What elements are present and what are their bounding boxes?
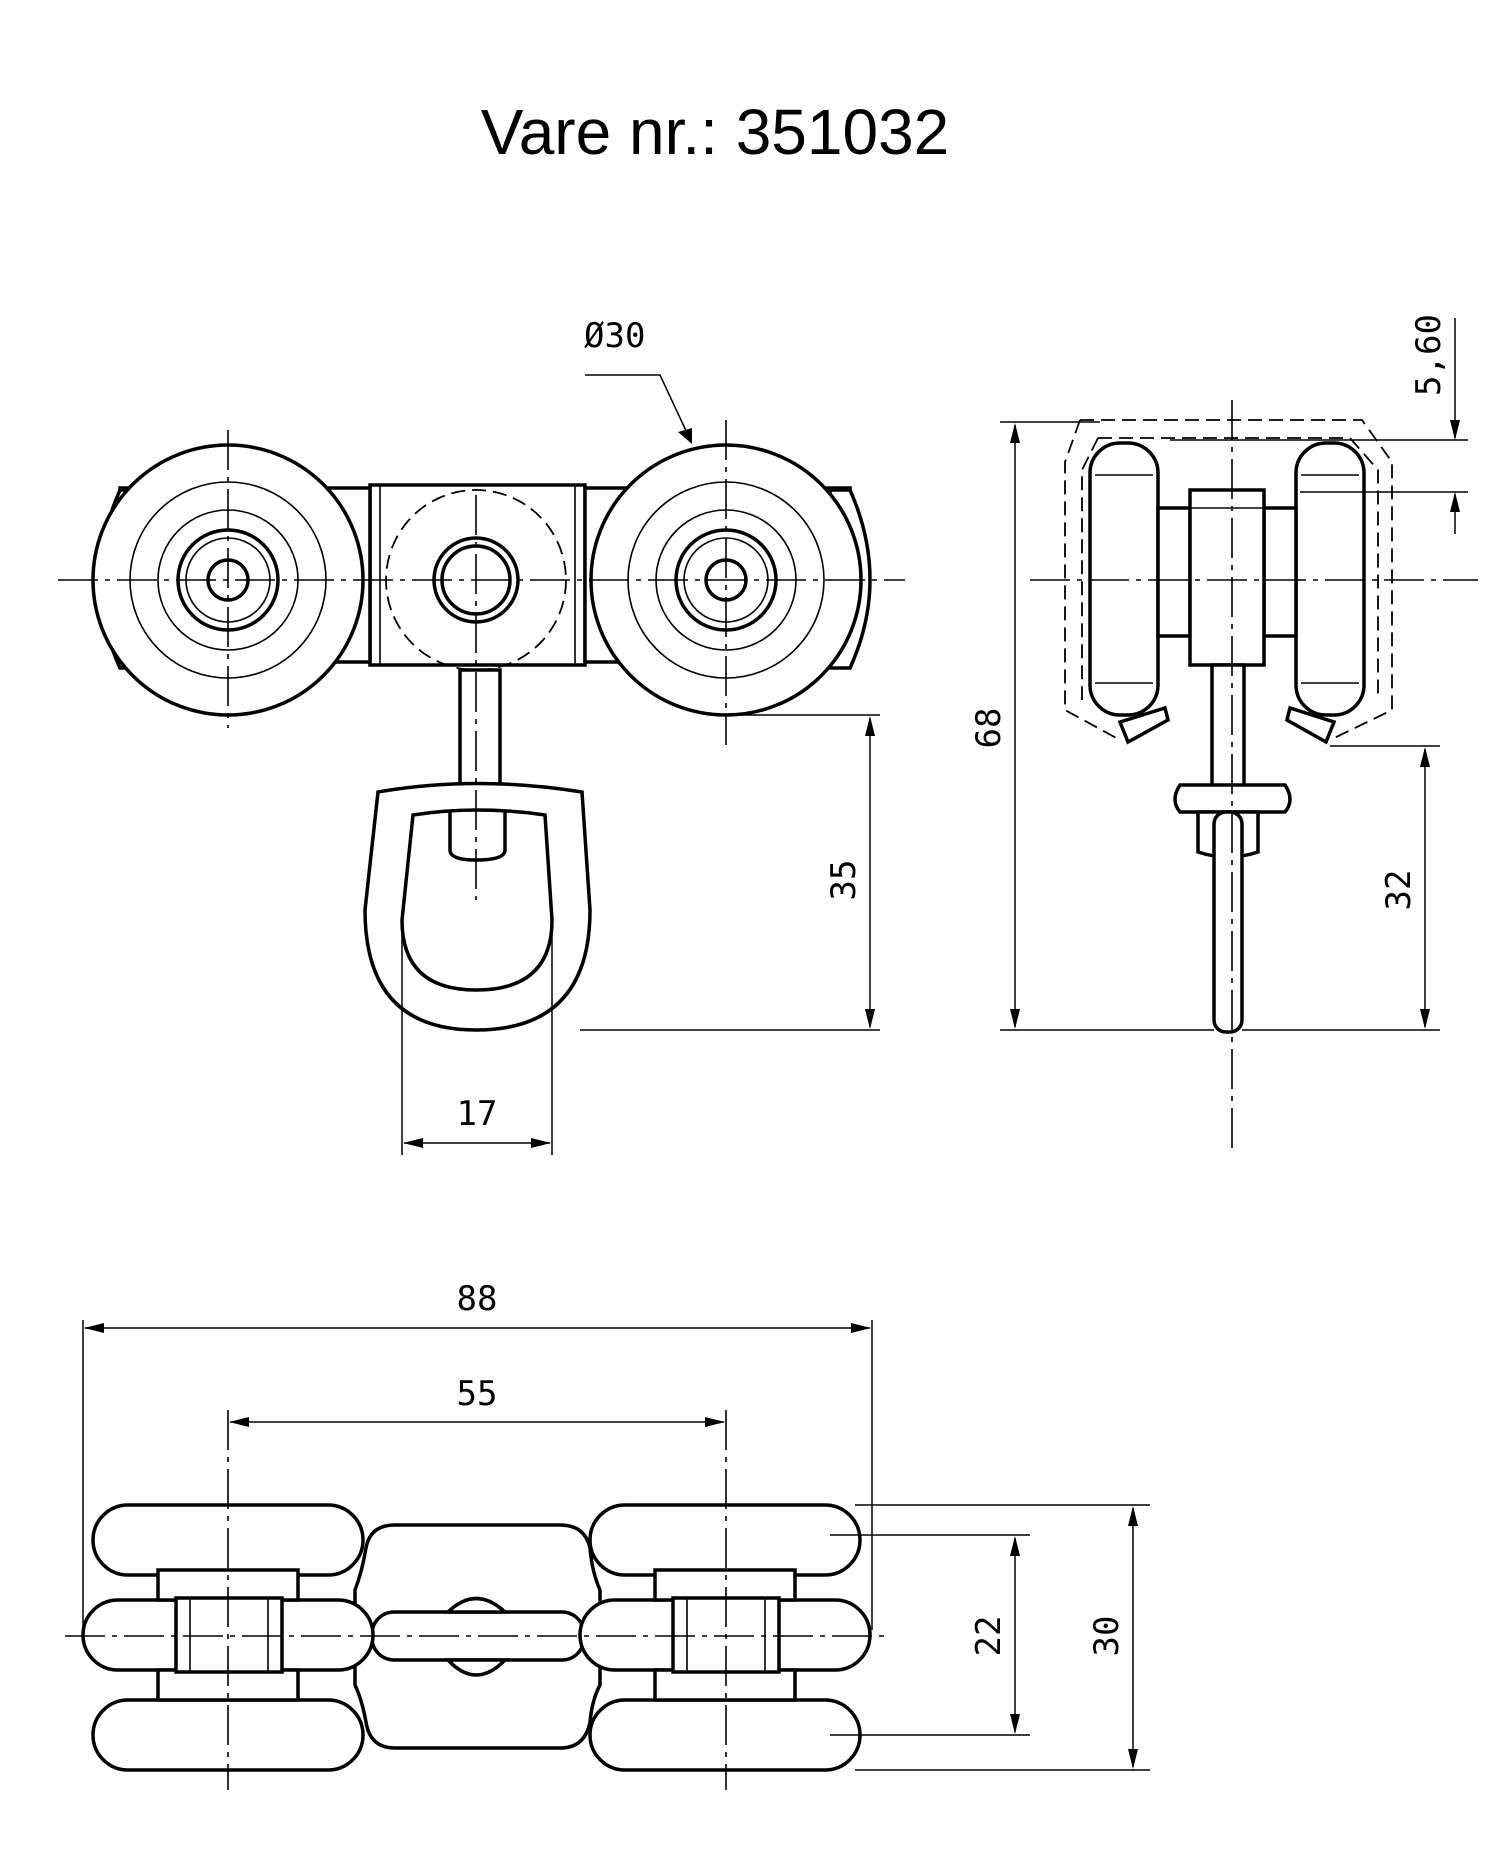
swivel-eye bbox=[363, 781, 592, 1032]
front-view-dimensions: Ø30 35 17 bbox=[401, 316, 880, 1155]
hanger-stem bbox=[458, 668, 502, 790]
center-body-block bbox=[368, 483, 587, 667]
side-swivel-collar bbox=[1173, 783, 1292, 814]
top-view bbox=[65, 1410, 890, 1790]
top-offset-label: 5,60 bbox=[1409, 314, 1449, 396]
side-left-wheel bbox=[1088, 441, 1160, 717]
top-view-dimensions: 88 55 22 30 bbox=[82, 1279, 1150, 1771]
overall-length-label: 88 bbox=[457, 1279, 498, 1319]
eye-height-label: 35 bbox=[824, 860, 864, 901]
outer-width-label: 30 bbox=[1087, 1616, 1127, 1657]
side-right-wheel bbox=[1294, 441, 1366, 717]
wheel-spacing-label: 55 bbox=[457, 1374, 498, 1414]
inner-width-label: 22 bbox=[969, 1616, 1009, 1657]
side-center-block bbox=[1188, 488, 1266, 667]
wheel-diameter-label: Ø30 bbox=[584, 316, 645, 356]
eye-width-label: 17 bbox=[457, 1094, 498, 1134]
side-view-dimensions: 68 5,60 32 bbox=[969, 314, 1468, 1031]
front-view bbox=[58, 420, 905, 1032]
hanger-height-label: 32 bbox=[1379, 870, 1419, 911]
top-right-wheel-assembly bbox=[578, 1503, 872, 1772]
side-view bbox=[1030, 400, 1478, 1150]
drawing-title: Vare nr.: 351032 bbox=[480, 96, 950, 168]
overall-height-label: 68 bbox=[969, 708, 1009, 749]
